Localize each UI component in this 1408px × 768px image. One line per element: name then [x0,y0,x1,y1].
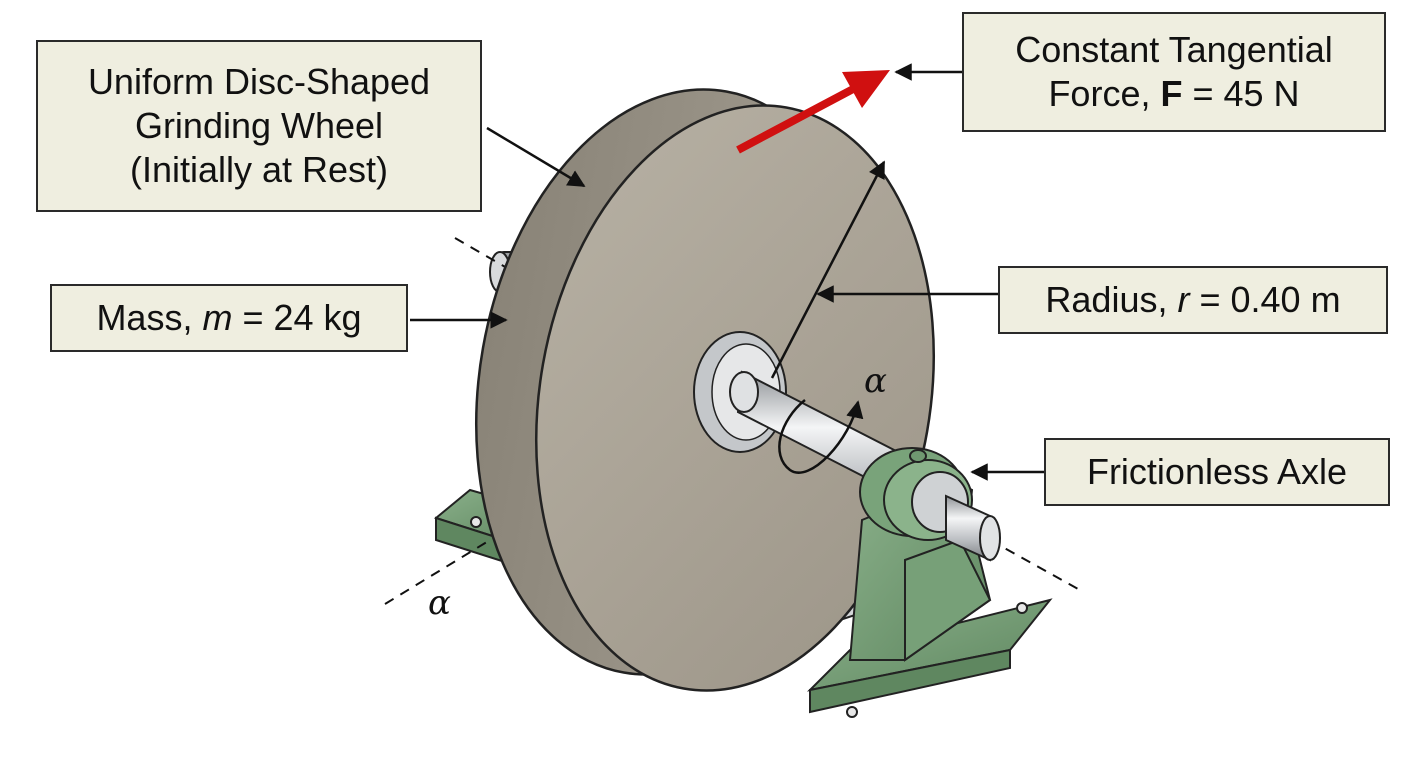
wheel-label: Uniform Disc-Shaped Grinding Wheel (Init… [36,40,482,212]
radius-label-prefix: Radius, [1045,279,1178,321]
mass-symbol: m [202,297,233,339]
mass-label-prefix: Mass, [96,297,203,339]
radius-value: = 0.40 m [1189,279,1341,321]
alpha-axis-symbol: α [428,583,451,623]
force-arrow [736,70,890,154]
wheel-label-line2: Grinding Wheel [134,105,384,147]
leader-lines [410,63,1046,481]
alpha-rotation-symbol: α [864,361,887,401]
axle-label: Frictionless Axle [1044,438,1390,506]
force-label-line1: Constant Tangential [1015,29,1333,71]
radius-label-text: Radius, r = 0.40 m [1045,278,1340,322]
wheel-label-line3: (Initially at Rest) [129,148,389,190]
rotation-arrow [778,399,864,474]
mass-label: Mass, m = 24 kg [50,284,408,352]
wheel-label-line1: Uniform Disc-Shaped [87,61,431,103]
mass-label-text: Mass, m = 24 kg [96,296,361,340]
force-label-line2: Force, F = 45 N [1048,72,1299,116]
mass-value: = 24 kg [232,297,362,339]
axle-label-text: Frictionless Axle [1086,451,1348,493]
force-label-prefix: Force, [1048,73,1161,114]
radius-arrow [770,160,886,379]
force-value: = 45 N [1182,73,1300,114]
radius-symbol: r [1177,279,1190,321]
shaft-end [945,494,1001,562]
pillow-block-bearing [806,447,1053,718]
force-label: Constant Tangential Force, F = 45 N [962,12,1386,132]
radius-label: Radius, r = 0.40 m [998,266,1388,334]
force-symbol: F [1160,73,1183,114]
